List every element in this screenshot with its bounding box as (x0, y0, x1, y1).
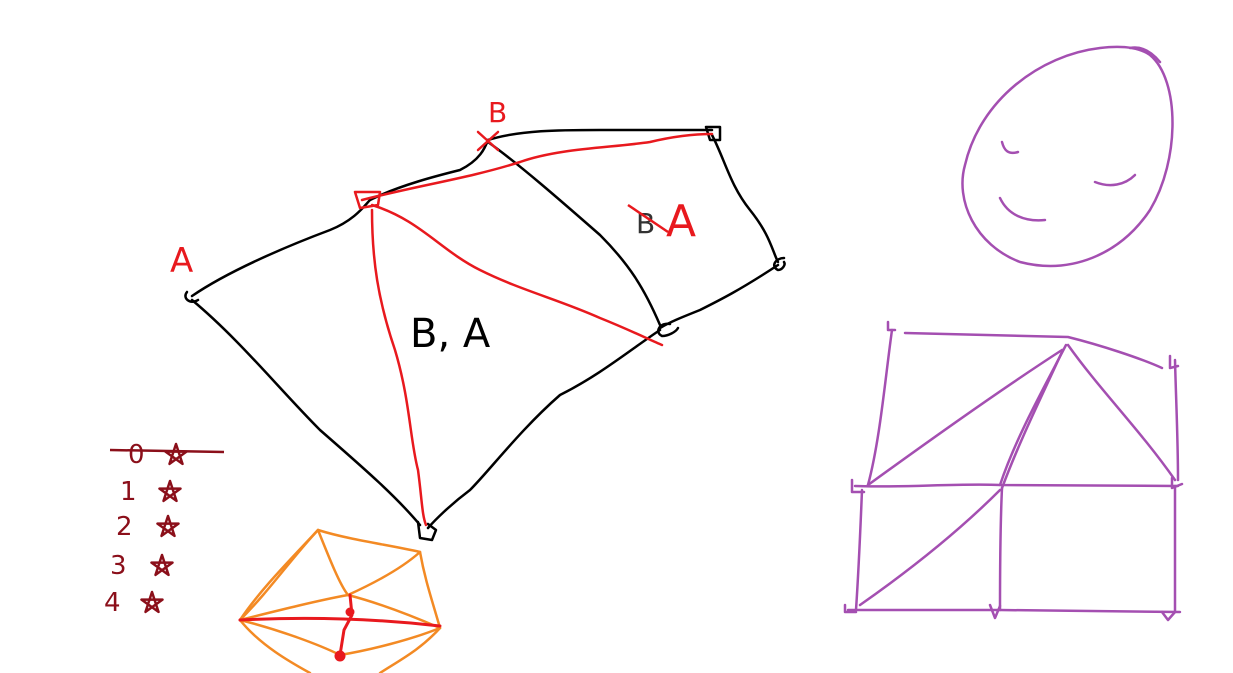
grid-apex-right (1066, 343, 1177, 482)
orange-outer-left (238, 618, 312, 673)
legend-number-3: 3 (110, 551, 127, 581)
star-icon (164, 442, 188, 466)
label-b-top: B (488, 96, 507, 129)
label-a-left: A (170, 241, 193, 281)
grid-vertex-bottom-right (1160, 610, 1177, 622)
red-core-horizontal (238, 616, 442, 628)
orange-spoke-6 (338, 626, 442, 657)
legend-number-4: 4 (104, 588, 121, 618)
red-edge-vertical (370, 208, 428, 527)
strike-line (627, 203, 669, 234)
edge-a-to-top (190, 138, 490, 298)
face-hair (1128, 46, 1162, 64)
left-eye (1000, 140, 1020, 155)
grid-vertex-mid-right (1170, 476, 1184, 490)
grid-vertex-bottom-mid (988, 603, 1002, 620)
vertex-top-right (704, 125, 722, 142)
edge-inner-diagonal (486, 140, 662, 327)
star-icon (158, 479, 182, 503)
red-overlay-graph (353, 130, 714, 527)
grid-vertex-bottom-left (843, 603, 858, 614)
red-edge-top (360, 132, 714, 202)
red-core-vertical (338, 593, 354, 657)
label-region-right-strike: B (636, 207, 655, 240)
star-icon (140, 590, 164, 614)
orange-spoke-7 (238, 528, 320, 622)
red-edge-diagonal (370, 203, 664, 347)
label-region-right: B A (627, 196, 696, 247)
vertex-right (773, 256, 786, 272)
grid-apex-down-2 (998, 343, 1068, 487)
grid-top-edge (903, 331, 1164, 370)
orange-spoke-2 (346, 550, 422, 597)
grid-vertex-top-right (1168, 354, 1180, 370)
edge-top (486, 128, 714, 142)
legend-number-1: 1 (120, 477, 137, 507)
red-core-node-1 (345, 607, 355, 617)
star-legend: 0 1 2 3 4 (104, 440, 225, 618)
grid-diagonal (858, 488, 1002, 607)
red-b-cross (476, 130, 500, 152)
red-vertex-left (353, 190, 382, 210)
vertex-bottom (416, 520, 438, 542)
legend-number-0: 0 (128, 440, 145, 470)
mouth (998, 196, 1047, 222)
right-eye (1093, 173, 1137, 187)
grid-middle-row (853, 483, 1180, 488)
purple-face (961, 45, 1174, 268)
grid-vertex-top-left (886, 320, 897, 332)
vertex-mid-right (657, 322, 680, 338)
orange-spoke-3 (238, 593, 350, 622)
orange-outer (238, 528, 442, 673)
grid-bottom-row (846, 608, 1182, 614)
edge-right-upper (710, 133, 780, 264)
grid-apex-left (866, 348, 1064, 487)
vertex-a (184, 290, 200, 303)
legend-number-2: 2 (116, 512, 133, 542)
grid-middle-vertical (998, 486, 1004, 612)
label-region-right-a: A (666, 196, 696, 247)
edge-bottom-right (426, 328, 662, 530)
grid-right-upper (1173, 358, 1180, 482)
orange-flower-graph (238, 528, 442, 673)
red-core-node-2 (334, 650, 346, 662)
edge-right-lower (658, 263, 780, 330)
face-outline (961, 45, 1174, 268)
purple-grid-graph (843, 320, 1184, 622)
edge-left-bottom (190, 298, 422, 527)
orange-spoke-1 (316, 528, 350, 597)
grid-left-upper (866, 328, 894, 487)
star-icon (156, 514, 180, 538)
star-icon (150, 553, 174, 577)
grid-vertex-mid-left (850, 478, 866, 494)
grid-left-lower (854, 488, 864, 612)
red-flower-core (238, 593, 442, 662)
orange-spoke-5 (238, 618, 342, 657)
label-region-center: B, A (410, 311, 491, 357)
